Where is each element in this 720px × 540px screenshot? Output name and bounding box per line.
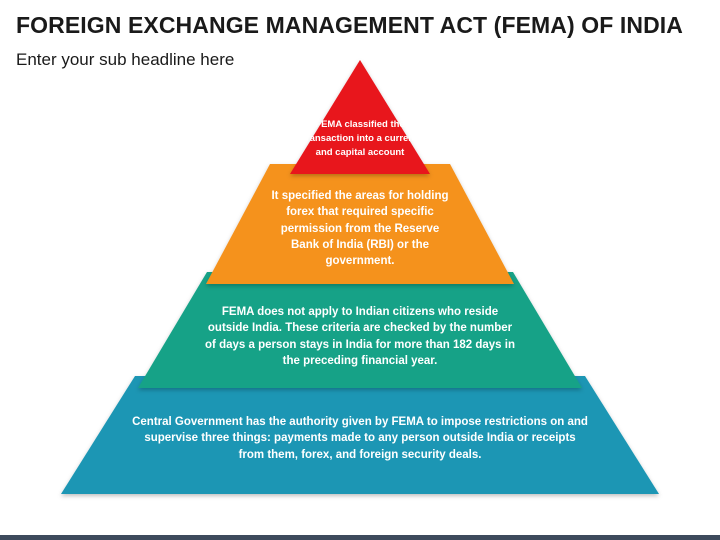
pyramid-tier-4-shape [61,376,659,494]
pyramid-tier-2-shape [206,164,514,284]
pyramid-tier-2-text: It specified the areas for holding forex… [271,190,449,268]
pyramid-tier-1-shape [290,60,430,174]
pyramid-tier-3-shape [138,272,582,388]
pyramid-tier-3-text: FEMA does not apply to Indian citizens w… [205,306,515,367]
page-subtitle: Enter your sub headline here [16,50,235,69]
bottom-bar [0,535,720,540]
pyramid-tier-4-text: Central Government has the authority giv… [132,416,588,461]
pyramid-tier-1-text: FEMA classified the transaction into a c… [302,119,418,158]
page-title: FOREIGN EXCHANGE MANAGEMENT ACT (FEMA) O… [16,12,683,38]
